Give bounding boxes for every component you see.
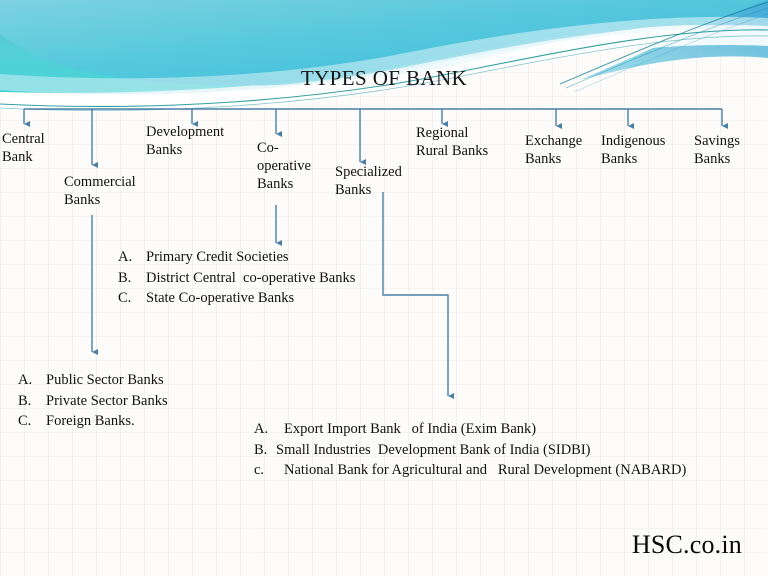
- list-marker: B.: [18, 392, 32, 409]
- sublist-co-operative-banks: A. Primary Credit Societies B. District …: [118, 247, 355, 309]
- list-item: c. National Bank for Agricultural and Ru…: [254, 460, 686, 481]
- list-text: National Bank for Agricultural and Rural…: [284, 462, 687, 479]
- list-item: A. Public Sector Banks: [18, 370, 168, 391]
- sublist-commercial-banks: A. Public Sector Banks B. Private Sector…: [18, 370, 168, 432]
- node-development-banks: Development Banks: [146, 124, 225, 159]
- list-text: Primary Credit Societies: [146, 249, 289, 265]
- node-regional-rural-banks: Regional Rural Banks: [416, 125, 489, 160]
- list-item: A. Primary Credit Societies: [118, 247, 355, 268]
- node-co-operative-banks: Co- operative Banks: [257, 140, 311, 193]
- node-exchange-banks: Exchange Banks: [525, 133, 583, 168]
- header-wave-decoration: [0, 0, 768, 112]
- list-marker: C.: [118, 290, 132, 307]
- list-marker: A.: [118, 249, 133, 265]
- list-marker: A.: [18, 372, 33, 388]
- list-marker: c.: [254, 462, 265, 479]
- list-item: B. Small Industries Development Bank of …: [254, 440, 686, 461]
- node-indigenous-banks: Indigenous Banks: [601, 133, 666, 168]
- list-marker: B.: [118, 269, 132, 286]
- list-text: Public Sector Banks: [46, 372, 164, 388]
- page-title: TYPES OF BANK: [300, 66, 468, 90]
- node-central-bank: Central Bank: [2, 131, 45, 166]
- list-text: Export Import Bank of India (Exim Bank): [284, 421, 537, 437]
- list-item: C. State Co-operative Banks: [118, 288, 355, 309]
- list-text: District Central co-operative Banks: [146, 269, 356, 286]
- list-text: Foreign Banks.: [46, 413, 135, 430]
- node-savings-banks: Savings Banks: [694, 133, 740, 168]
- list-item: B. District Central co-operative Banks: [118, 268, 355, 289]
- list-text: Private Sector Banks: [46, 392, 168, 409]
- node-commercial-banks: Commercial Banks: [64, 174, 136, 209]
- list-text: Small Industries Development Bank of Ind…: [276, 441, 591, 458]
- list-item: C. Foreign Banks.: [18, 411, 168, 432]
- list-marker: A.: [254, 421, 269, 437]
- list-text: State Co-operative Banks: [146, 290, 295, 307]
- list-item: B. Private Sector Banks: [18, 391, 168, 412]
- list-marker: C.: [18, 413, 32, 430]
- list-item: A. Export Import Bank of India (Exim Ban…: [254, 419, 686, 440]
- site-watermark: HSC.co.in: [631, 530, 742, 559]
- node-specialized-banks: Specialized Banks: [335, 164, 402, 199]
- sublist-specialized-banks: A. Export Import Bank of India (Exim Ban…: [254, 419, 686, 481]
- list-marker: B.: [254, 441, 268, 458]
